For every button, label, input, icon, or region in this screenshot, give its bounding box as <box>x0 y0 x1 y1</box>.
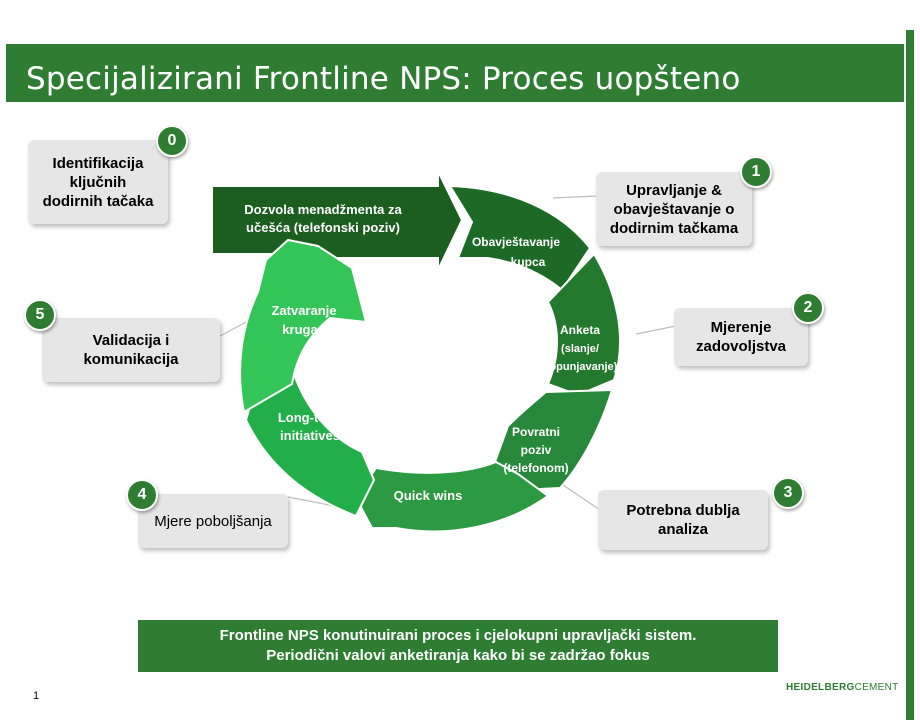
step-0-card: Identifikacija ključnih dodirnih tačaka <box>28 140 168 224</box>
step-0-line-2: ključnih <box>69 173 127 191</box>
label-dozvola-2: učešća (telefonski poziv) <box>246 220 400 235</box>
step-5-line-1: Validacija i <box>92 332 170 349</box>
label-povratni-1: Povratni <box>512 425 560 439</box>
label-povratni-2: poziv <box>521 443 552 457</box>
label-povratni-3: (telefonom) <box>503 461 568 475</box>
label-long-term-2: initiatives <box>280 428 340 443</box>
right-accent-bar <box>906 30 914 720</box>
label-zatvaranje-1: Zatvaranje <box>271 303 336 318</box>
footer-banner: Frontline NPS konutinuirani proces i cje… <box>138 620 778 672</box>
label-obavjestavanje-3: (mail) <box>512 273 544 287</box>
step-5-card: Validacija i komunikacija <box>42 318 220 382</box>
label-quick-wins: Quick wins <box>394 488 463 503</box>
label-long-term-1: Long-term <box>278 410 342 425</box>
step-4-card: Mjere poboljšanja <box>138 494 288 548</box>
step-3-card: Potrebna dublja analiza <box>598 490 768 550</box>
label-anketa-2: (slanje/ <box>561 343 599 355</box>
step-3-line-2: analiza <box>657 521 709 538</box>
label-obavjestavanje-1: Obavještavanje <box>472 235 560 249</box>
label-obavjestavanje-2: kupca <box>511 255 546 269</box>
step-0-line-3: dodirnih tačaka <box>42 192 154 210</box>
segment-obavjestavanje <box>448 184 592 292</box>
step-2-line-2: zadovoljstva <box>695 338 787 355</box>
step-4-badge: 4 <box>126 479 158 511</box>
step-2-line-1: Mjerenje <box>710 319 772 336</box>
step-5-line-2: komunikacija <box>83 351 179 368</box>
step-2-card: Mjerenje zadovoljstva <box>674 308 808 366</box>
company-logo: HEIDELBERGCEMENT <box>786 682 899 693</box>
top-strip <box>0 0 920 10</box>
segment-dozvola <box>211 170 464 271</box>
step-5-badge: 5 <box>24 299 56 331</box>
title-bar <box>6 44 904 102</box>
label-anketa-1: Anketa <box>560 323 600 337</box>
segment-zatvaranje <box>239 238 368 414</box>
step-1-card: Upravljanje & obavještavanje o dodirnim … <box>596 172 752 246</box>
logo-thin: CEMENT <box>854 682 899 693</box>
step-1-line-1: Upravljanje & <box>626 181 722 199</box>
step-2-badge: 2 <box>792 292 824 324</box>
step-4-line-1: Mjere poboljšanja <box>154 512 272 530</box>
step-3-badge: 3 <box>772 477 804 509</box>
footer-line-2: Periodični valovi anketiranja kako bi se… <box>266 647 650 664</box>
slide-title: Specijalizirani Frontline NPS: Proces uo… <box>26 61 741 97</box>
label-dozvola-1: Dozvola menadžmenta za <box>244 202 402 217</box>
label-anketa-3: popunjavanje) <box>543 361 618 373</box>
step-0-line-1: Identifikacija <box>52 154 144 172</box>
page-number: 1 <box>33 690 40 702</box>
step-1-line-3: dodirnim tačkama <box>609 219 739 237</box>
step-1-badge: 1 <box>740 156 772 188</box>
step-1-line-2: obavještavanje o <box>613 200 735 218</box>
label-zatvaranje-2: kruga <box>282 322 318 337</box>
step-3-line-1: Potrebna dublja <box>626 502 740 519</box>
logo-bold: HEIDELBERG <box>786 682 855 693</box>
step-0-badge: 0 <box>156 125 188 157</box>
footer-line-1: Frontline NPS konutinuirani proces i cje… <box>219 627 697 644</box>
segment-anketa <box>546 252 621 397</box>
